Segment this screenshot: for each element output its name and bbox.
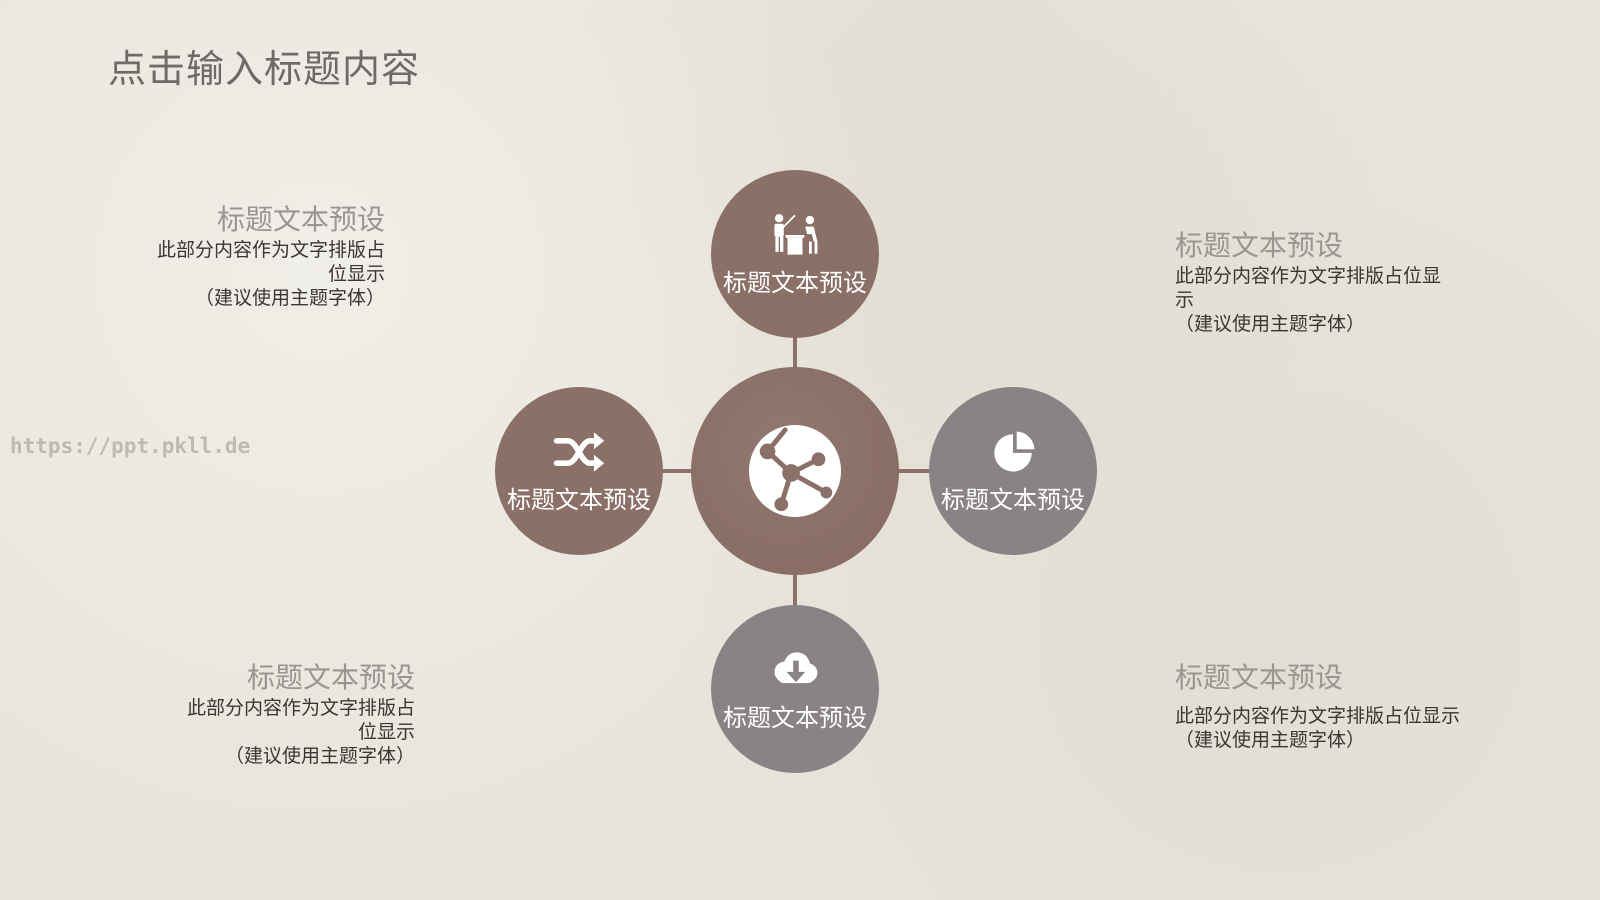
text-block-body: 此部分内容作为文字排版占 bbox=[186, 697, 415, 719]
connector-top bbox=[793, 334, 797, 368]
node-right-label: 标题文本预设 bbox=[941, 485, 1085, 514]
text-block-heading: 标题文本预设 bbox=[216, 203, 385, 236]
text-block-heading: 标题文本预设 bbox=[1175, 661, 1344, 694]
connector-right bbox=[898, 469, 930, 473]
connector-bottom bbox=[793, 572, 797, 606]
node-right: 标题文本预设 bbox=[929, 387, 1097, 555]
node-bottom-label: 标题文本预设 bbox=[723, 703, 867, 732]
node-bottom: 标题文本预设 bbox=[711, 605, 879, 773]
text-block-body: 此部分内容作为文字排版占 bbox=[156, 239, 385, 261]
text-block-body: 示 bbox=[1175, 289, 1195, 311]
shuffle-icon bbox=[553, 431, 605, 472]
text-block-bottom-left: 标题文本预设 此部分内容作为文字排版占 位显示 （建议使用主题字体） bbox=[150, 656, 415, 768]
node-left-label: 标题文本预设 bbox=[507, 485, 651, 514]
text-block-body: 位显示 bbox=[357, 721, 415, 743]
pie-chart-icon bbox=[994, 430, 1035, 472]
text-block-body: （建议使用主题字体） bbox=[1175, 313, 1366, 335]
text-block-body: 此部分内容作为文字排版占位显 bbox=[1175, 265, 1442, 287]
text-block-body: 位显示 bbox=[327, 263, 385, 285]
text-block-body: （建议使用主题字体） bbox=[1175, 729, 1366, 751]
center-circle bbox=[691, 367, 899, 575]
text-block-body: （建议使用主题字体） bbox=[224, 745, 415, 767]
node-top-label: 标题文本预设 bbox=[723, 268, 867, 297]
text-block-body: 此部分内容作为文字排版占位显示 bbox=[1175, 705, 1461, 727]
text-block-top-right: 标题文本预设 此部分内容作为文字排版占位显 示 （建议使用主题字体） bbox=[1175, 224, 1505, 336]
watermark: https://ppt.pkll.de bbox=[10, 434, 251, 458]
text-block-bottom-right: 标题文本预设 此部分内容作为文字排版占位显示 （建议使用主题字体） bbox=[1175, 656, 1505, 752]
connector-left bbox=[661, 469, 693, 473]
node-left: 标题文本预设 bbox=[495, 387, 663, 555]
cloud-download-icon bbox=[774, 651, 818, 683]
text-block-top-left: 标题文本预设 此部分内容作为文字排版占 位显示 （建议使用主题字体） bbox=[120, 198, 385, 310]
globe-network-icon bbox=[748, 424, 842, 518]
meeting-presentation-icon bbox=[774, 213, 818, 255]
text-block-body: （建议使用主题字体） bbox=[194, 287, 385, 309]
node-top: 标题文本预设 bbox=[711, 170, 879, 338]
text-block-heading: 标题文本预设 bbox=[246, 661, 415, 694]
text-block-heading: 标题文本预设 bbox=[1175, 229, 1344, 262]
slide-title: 点击输入标题内容 bbox=[108, 47, 421, 91]
